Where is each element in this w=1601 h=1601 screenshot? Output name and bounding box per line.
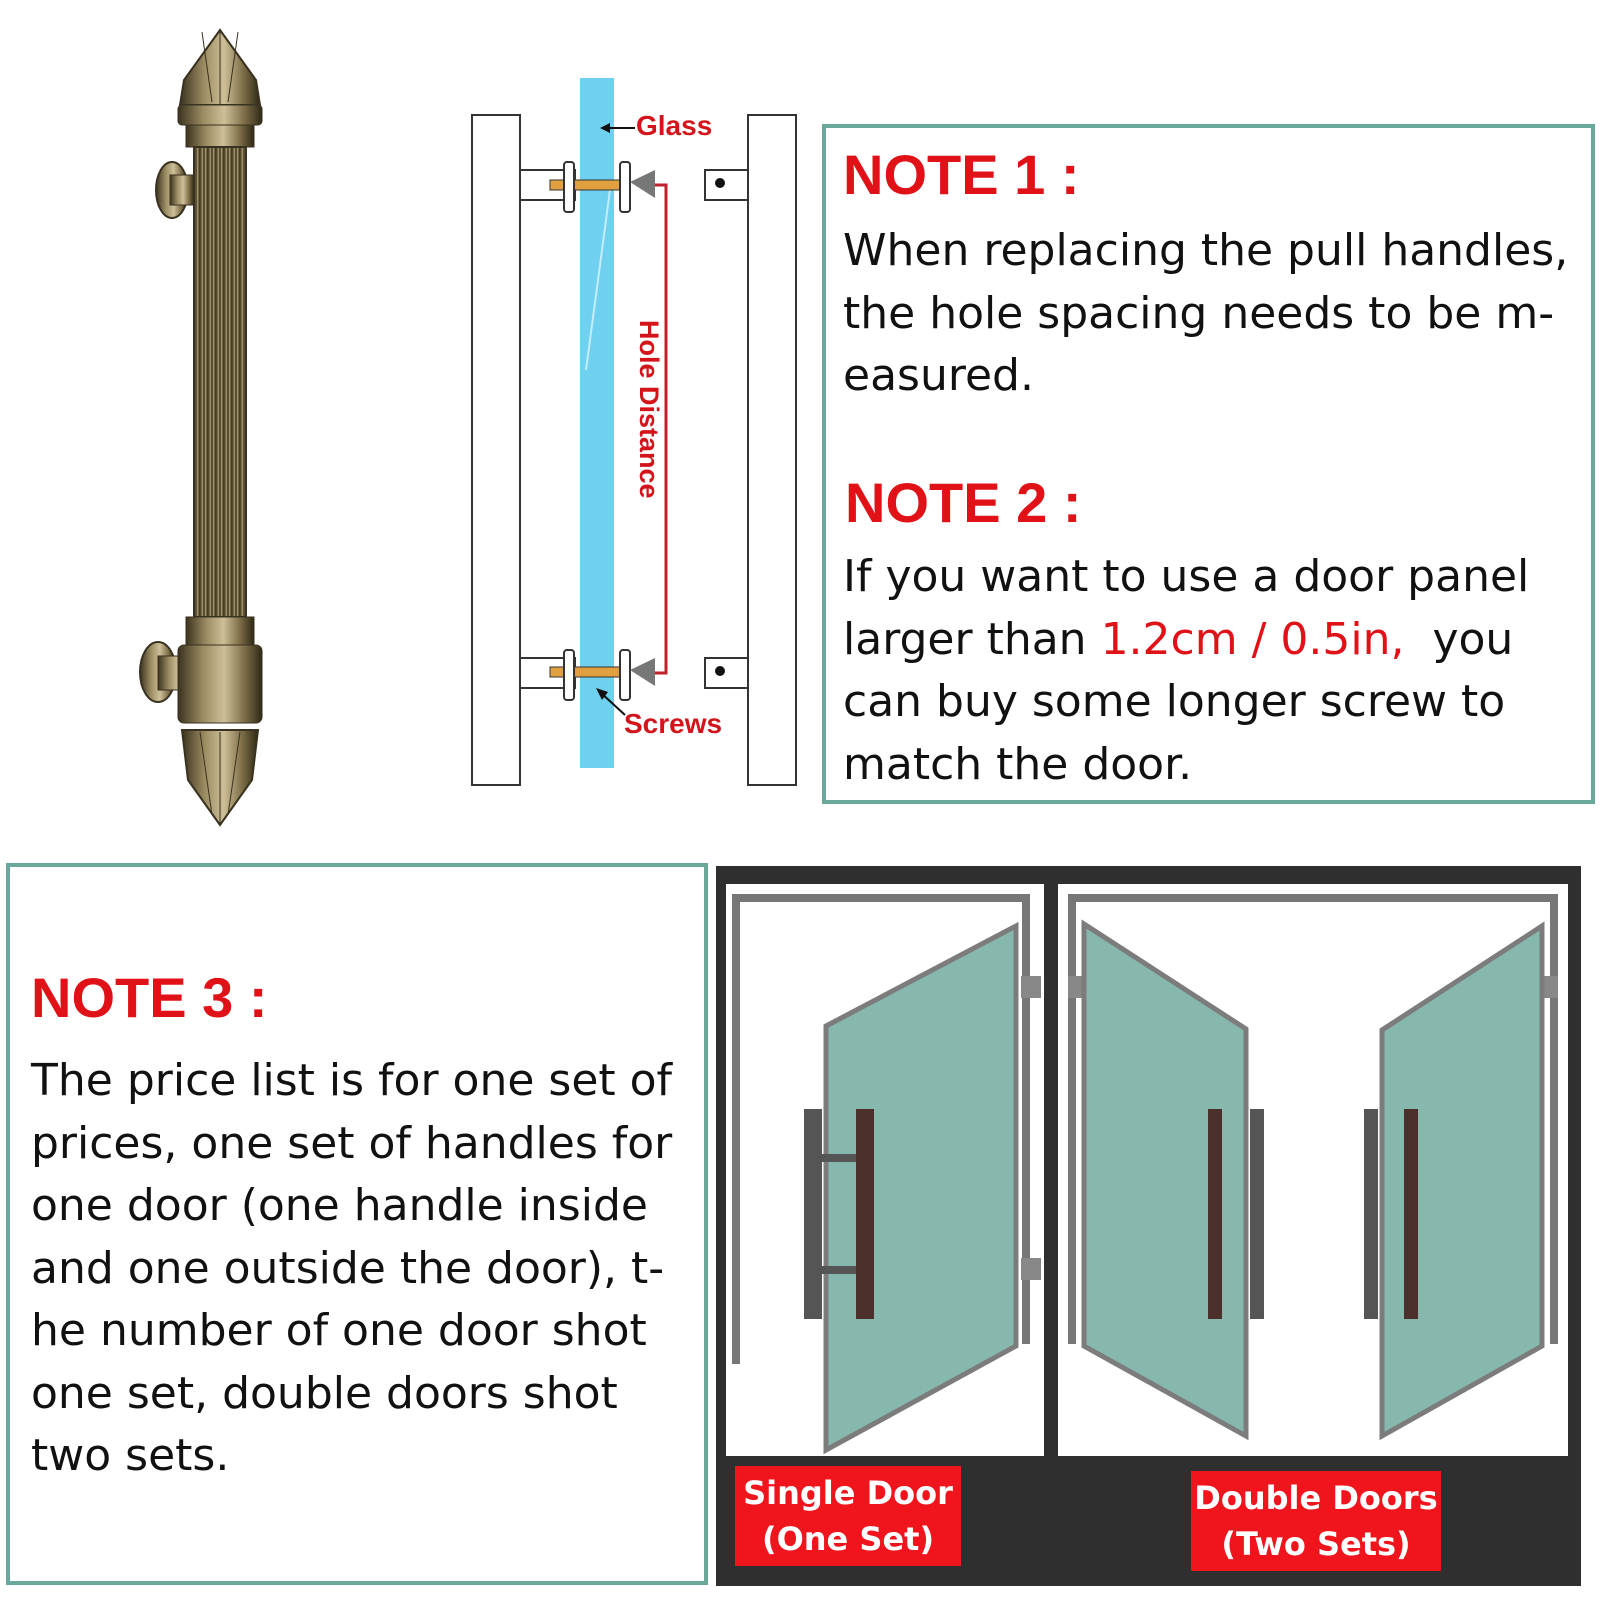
note3-line: and one outside the door), t- <box>31 1242 665 1294</box>
note3-title: NOTE 3 : <box>31 966 268 1029</box>
note3-line: The price list is for one set of <box>31 1055 673 1106</box>
glass-label: Glass <box>636 110 713 141</box>
double-doors-label: Double Doors (Two Sets) <box>1191 1471 1441 1571</box>
note3-line: one set, double doors shot <box>31 1367 618 1419</box>
screws-label: Screws <box>624 708 723 739</box>
hole-distance-diagram: Glass Hole Distance Screws <box>470 70 810 810</box>
note2-line: match the door. <box>843 738 1193 790</box>
note3-line: one door (one handle inside <box>31 1180 648 1231</box>
single-door-sets: (One Set) <box>761 1520 935 1558</box>
hole-distance-drawing <box>471 78 797 786</box>
bronze-handle-image <box>120 20 280 850</box>
single-door-label: Single Door (One Set) <box>735 1466 961 1566</box>
note3-line: he number of one door shot <box>31 1305 647 1356</box>
note2-line2-start: larger than <box>843 613 1101 665</box>
door-types-panel: Single Door (One Set) Double Doors (Two … <box>716 866 1581 1586</box>
note2-line: If you want to use a door panel <box>843 551 1530 602</box>
note1-line: the hole spacing needs to be m- <box>843 287 1555 339</box>
note3-box <box>6 863 708 1585</box>
note1-text: When replacing the pull handles, the hol… <box>843 220 1568 408</box>
note2-title: NOTE 2 : <box>845 471 1082 534</box>
note3-text: The price list is for one set of prices,… <box>31 1050 672 1488</box>
panel-thickness-highlight: 1.2cm / 0.5in, <box>1100 613 1405 665</box>
note2-text: If you want to use a door panel larger t… <box>843 546 1529 796</box>
double-door-illustration <box>1058 884 1568 1456</box>
single-door-illustration <box>726 884 1044 1456</box>
note2-line: larger than 1.2cm / 0.5in, you <box>843 609 1529 672</box>
hole-distance-label: Hole Distance <box>634 320 664 499</box>
note2-line2-end: you <box>1404 613 1514 665</box>
double-doors-sets: (Two Sets) <box>1221 1525 1411 1563</box>
single-door-title: Single Door <box>743 1474 953 1512</box>
note2-line: can buy some longer screw to <box>843 676 1506 727</box>
double-doors-title: Double Doors <box>1194 1479 1438 1517</box>
note3-line: prices, one set of handles for <box>31 1117 673 1169</box>
note1-title: NOTE 1 : <box>843 143 1080 206</box>
notes-1-2-box <box>822 124 1595 804</box>
note1-line: When replacing the pull handles, <box>843 225 1569 276</box>
note1-line: easured. <box>843 350 1034 401</box>
note3-line: two sets. <box>31 1430 230 1481</box>
